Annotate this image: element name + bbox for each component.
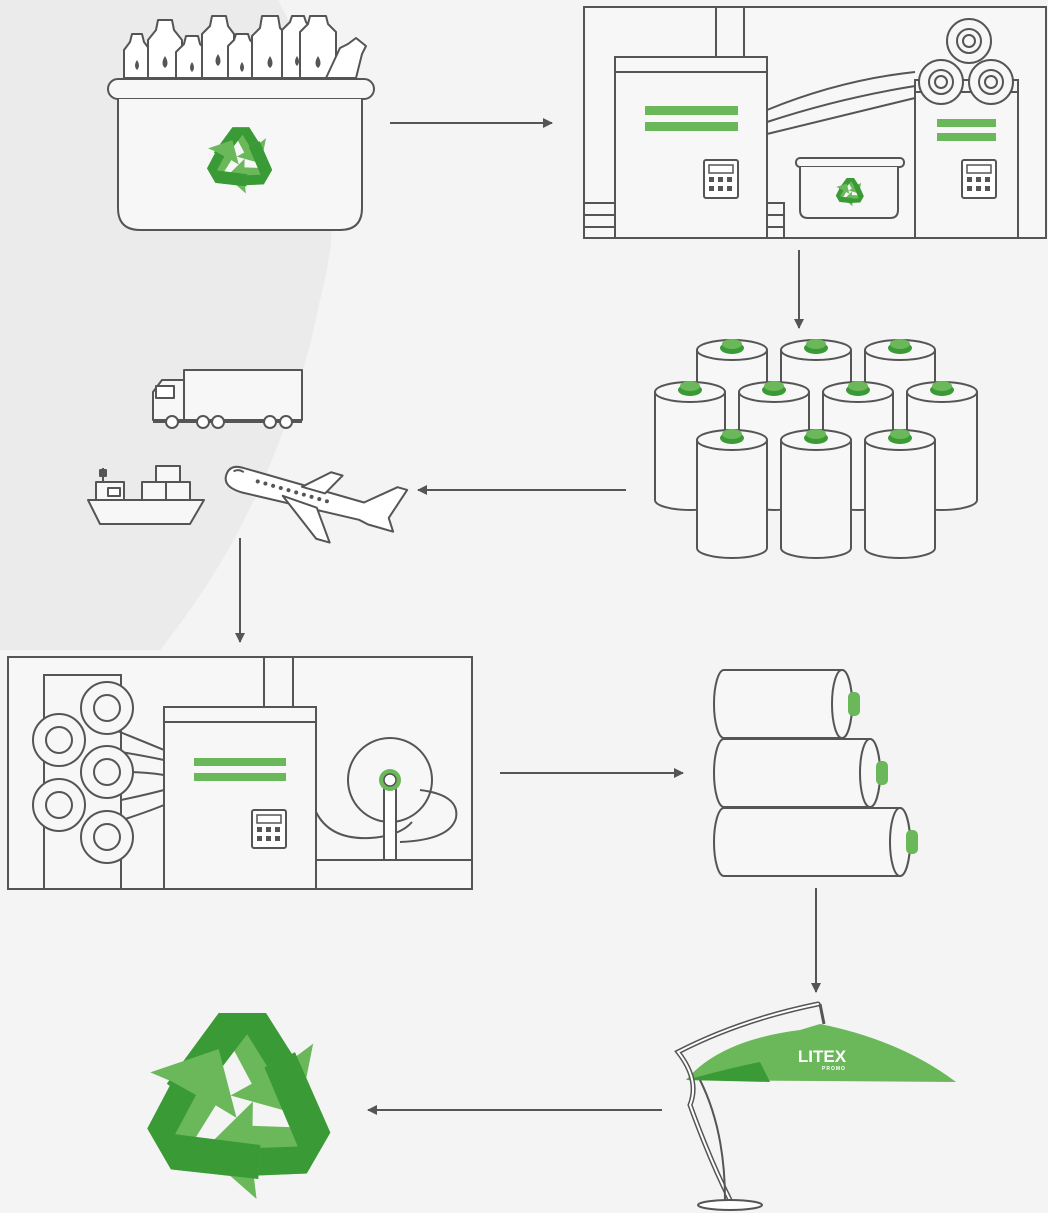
keypad-icon	[703, 159, 739, 199]
umbrella-brand: LITEX	[798, 1047, 847, 1066]
fabric-rolls-icon	[713, 669, 918, 877]
recycle-icon	[123, 1012, 357, 1213]
truck-ship-plane-icon	[87, 369, 409, 544]
yarn-spools-icon	[654, 338, 978, 559]
keypad-icon	[961, 159, 997, 199]
status-bars	[194, 758, 286, 766]
bottles-recycling-bin-icon	[107, 15, 375, 231]
cantilever-umbrella-icon: LITEX PROMO	[674, 1001, 956, 1211]
keypad-icon	[251, 809, 287, 849]
status-bars	[645, 106, 996, 141]
truck-icon	[152, 369, 303, 429]
airplane-icon	[224, 465, 409, 544]
ship-icon	[87, 465, 205, 525]
umbrella-tagline: PROMO	[822, 1066, 846, 1072]
